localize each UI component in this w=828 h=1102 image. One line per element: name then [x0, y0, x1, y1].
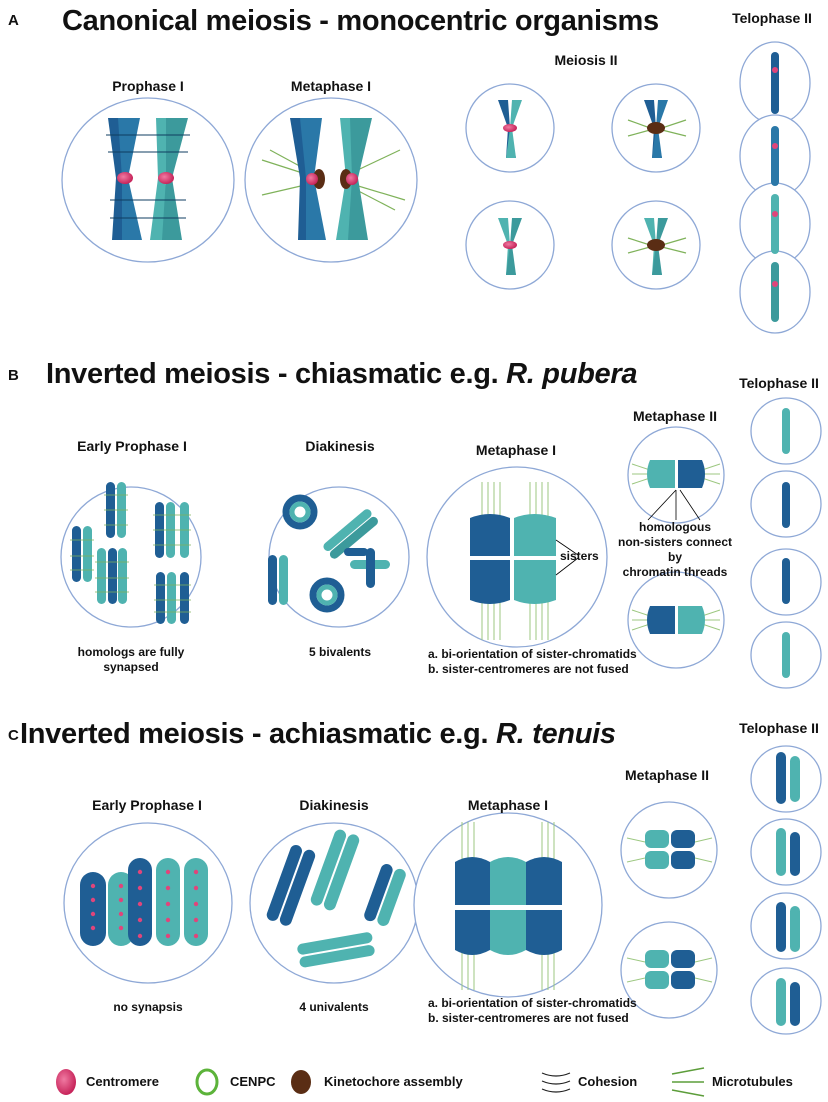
c-caption-diakinesis: 4 univalents [299, 1000, 369, 1014]
a-stage-metaphase: Metaphase I [290, 78, 372, 94]
b-caption-metaphase: a. bi-orientation of sister-chromatids b… [428, 647, 637, 677]
b-meta2-line1: homologous [639, 520, 711, 534]
cenpc-ring-icon [195, 1068, 219, 1096]
kinetochore-icon [291, 1070, 311, 1094]
cell-b-meta2-1 [627, 426, 725, 524]
c-stage-metaphase: Metaphase I [467, 797, 549, 813]
b-telophase-chromatids [782, 408, 790, 678]
b-metaphase-line1: a. bi-orientation of sister-chromatids [428, 647, 637, 661]
centromere-icon [56, 1069, 76, 1095]
cell-c-meta2-1 [620, 801, 718, 899]
c-diakinesis-univalents [266, 829, 406, 968]
b-caption-metaphase2: homologous non-sisters connect by chroma… [610, 520, 740, 580]
panel-a-title: Canonical meiosis - monocentric organism… [62, 5, 659, 37]
cell-a-prophase [61, 97, 235, 263]
legend-cenpc: CENPC [230, 1074, 276, 1089]
a-telophase-chromatids [771, 52, 779, 322]
legend-centromere: Centromere [86, 1074, 159, 1089]
panel-letter-a: A [8, 12, 19, 29]
microtubules-icon [671, 1067, 705, 1097]
c-metaphase2-chromosomes [626, 830, 713, 989]
panel-a-cells [61, 41, 811, 334]
legend-cohesion: Cohesion [578, 1074, 638, 1089]
panel-c-title-text: Inverted meiosis - achiasmatic e.g. [20, 718, 496, 750]
panel-b-title: Inverted meiosis - chiasmatic e.g. R. pu… [46, 358, 637, 391]
panel-letter-c: C [8, 727, 19, 744]
c-caption-prophase: no synapsis [113, 1000, 183, 1014]
a-stage-prophase: Prophase I [112, 78, 184, 94]
c-telophase-chromatids [776, 752, 800, 1026]
b-stage-metaphase2: Metaphase II [632, 408, 718, 424]
b-caption-prophase: homologs are fully synapsed [60, 645, 202, 675]
b-prophase-line2: synapsed [103, 660, 159, 674]
b-caption-diakinesis: 5 bivalents [308, 645, 372, 659]
panel-b-title-species: R. pubera [506, 358, 638, 390]
a-meiosis2-chromosomes [498, 100, 687, 275]
c-stage-metaphase2: Metaphase II [624, 767, 710, 783]
c-stage-early-prophase: Early Prophase I [92, 797, 202, 813]
b-stage-metaphase: Metaphase I [475, 442, 557, 458]
cell-b-meta2-2 [627, 571, 725, 669]
a-stage-meiosis2: Meiosis II [554, 52, 618, 68]
b-diakinesis-bivalents [268, 494, 390, 613]
b-label-sisters: sisters [560, 549, 599, 563]
a-metaphase-chromosomes [261, 118, 406, 240]
b-meta2-line2: non-sisters connect by [617, 535, 733, 564]
b-metaphase-bivalent [470, 482, 579, 640]
cell-c-meta2-2 [620, 921, 718, 1019]
legend-kinetochore: Kinetochore assembly [324, 1074, 463, 1089]
panel-c-title: Inverted meiosis - achiasmatic e.g. R. t… [20, 718, 616, 751]
legend-microtubules: Microtubules [712, 1074, 793, 1089]
c-prophase-rods [80, 858, 208, 946]
a-stage-telophase: Telophase II [732, 10, 812, 26]
b-stage-telophase: Telophase II [739, 375, 819, 391]
b-stage-early-prophase: Early Prophase I [77, 438, 187, 454]
panel-b-title-text: Inverted meiosis - chiasmatic e.g. [46, 358, 507, 390]
cohesion-icon [541, 1072, 571, 1093]
b-meta2-line3: chromatin threads [622, 565, 728, 579]
b-metaphase-line2: b. sister-centromeres are not fused [428, 662, 629, 676]
c-metaphase-line2: b. sister-centromeres are not fused [428, 1011, 629, 1025]
b-prophase-rods [70, 482, 191, 624]
legend-icons [56, 1067, 705, 1097]
panel-c-title-species: R. tenuis [495, 718, 616, 750]
b-metaphase2-chromosomes [631, 460, 721, 634]
c-caption-metaphase: a. bi-orientation of sister-chromatids b… [428, 996, 637, 1026]
panel-letter-b: B [8, 367, 19, 384]
b-stage-diakinesis: Diakinesis [305, 438, 375, 454]
c-stage-telophase: Telophase II [739, 720, 819, 736]
a-prophase-chromosomes [106, 118, 190, 240]
c-metaphase-chromosomes [455, 822, 562, 990]
cell-a-metaphase [244, 97, 418, 263]
c-stage-diakinesis: Diakinesis [299, 797, 369, 813]
b-prophase-line1: homologs are fully [77, 645, 185, 659]
cell-b-metaphase [426, 466, 608, 648]
c-metaphase-line1: a. bi-orientation of sister-chromatids [428, 996, 637, 1010]
